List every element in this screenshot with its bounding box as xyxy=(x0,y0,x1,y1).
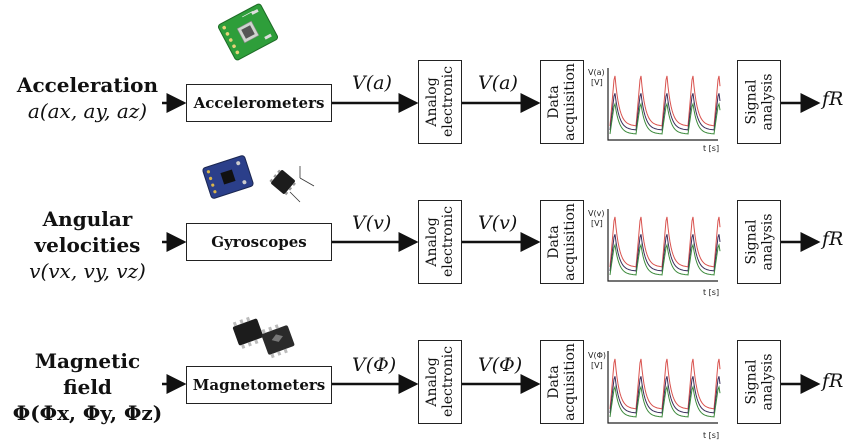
input-magnetic-field: Magnetic field Φ(Φx, Φy, Φz) xyxy=(0,348,175,426)
quantity-label: Magnetic field xyxy=(34,349,141,399)
waveform-trace-2 xyxy=(609,102,721,135)
output-label: fR xyxy=(822,370,844,392)
input-angular-velocities: Angular velocities v(vx, vy, vz) xyxy=(0,206,175,284)
output-fr: fR xyxy=(822,88,843,110)
magnetometer-chip-icon-2 xyxy=(261,324,295,359)
analog-electronic-box: Analog electronic xyxy=(418,60,462,144)
signal-analysis-box: Signal analysis xyxy=(737,340,781,424)
waveform-trace-0 xyxy=(609,75,721,127)
accelerometers-box: Accelerometers xyxy=(186,84,332,122)
gyroscope-board-icon xyxy=(202,155,254,199)
waveform-trace-2 xyxy=(609,243,721,276)
signal-analysis-box: Signal analysis xyxy=(737,60,781,144)
plot-y-unit: [V] xyxy=(591,219,603,228)
gyroscope-chip-icon xyxy=(269,169,296,196)
plot-x-label: t [s] xyxy=(703,144,719,153)
waveform-trace-1 xyxy=(609,234,721,272)
waveform-plot-acceleration xyxy=(607,68,721,141)
gyroscopes-box: Gyroscopes xyxy=(186,223,332,261)
signal-label-2: V(v) xyxy=(478,212,518,234)
magnetometers-box: Magnetometers xyxy=(186,366,332,404)
analog-electronic-box: Analog electronic xyxy=(418,340,462,424)
output-fr: fR xyxy=(822,228,843,250)
signal-analysis-box: Signal analysis xyxy=(737,200,781,284)
plot-axes xyxy=(607,209,718,282)
signal-label: V(v) xyxy=(352,212,392,234)
axes-indicator-icon xyxy=(289,166,315,203)
quantity-label: Angular velocities xyxy=(34,207,141,257)
plot-axes xyxy=(607,351,718,424)
input-acceleration: Acceleration a(ax, ay, az) xyxy=(0,72,175,124)
signal-label-2: V(Φ) xyxy=(478,354,523,376)
quantity-label: Acceleration xyxy=(16,73,159,97)
formula-label: a(ax, ay, az) xyxy=(27,99,148,123)
waveform-plot-magnetic xyxy=(607,351,721,424)
plot-y-label: V(Φ) xyxy=(588,351,606,360)
plot-y-unit: [V] xyxy=(591,78,603,87)
waveform-trace-0 xyxy=(609,358,721,410)
plot-y-label: V(v) xyxy=(588,209,604,218)
data-acquisition-box: Data acquisition xyxy=(540,200,584,284)
analog-electronic-box: Analog electronic xyxy=(418,200,462,284)
waveform-plot-angular xyxy=(607,209,721,282)
signal-label-2: V(a) xyxy=(478,72,518,94)
output-label: fR xyxy=(822,228,844,250)
waveform-trace-1 xyxy=(609,93,721,131)
plot-axes xyxy=(607,68,718,141)
sensor-label: Gyroscopes xyxy=(211,233,307,251)
formula-label: Φ(Φx, Φy, Φz) xyxy=(12,401,163,425)
magnetometer-chip-icon xyxy=(232,316,264,349)
output-label: fR xyxy=(822,88,844,110)
plot-x-label: t [s] xyxy=(703,288,719,297)
plot-x-label: t [s] xyxy=(703,431,719,440)
waveform-trace-2 xyxy=(609,385,721,418)
output-fr: fR xyxy=(822,370,843,392)
plot-y-unit: [V] xyxy=(591,361,603,370)
formula-label: v(vx, vy, vz) xyxy=(29,259,146,283)
waveform-trace-0 xyxy=(609,216,721,268)
data-acquisition-box: Data acquisition xyxy=(540,60,584,144)
plot-y-label: V(a) xyxy=(588,68,605,77)
data-acquisition-box: Data acquisition xyxy=(540,340,584,424)
sensor-label: Accelerometers xyxy=(193,94,325,112)
signal-label: V(Φ) xyxy=(352,354,397,376)
sensor-label: Magnetometers xyxy=(192,376,326,394)
signal-label: V(a) xyxy=(352,72,392,94)
accelerometer-board-icon xyxy=(217,3,279,61)
waveform-trace-1 xyxy=(609,376,721,414)
